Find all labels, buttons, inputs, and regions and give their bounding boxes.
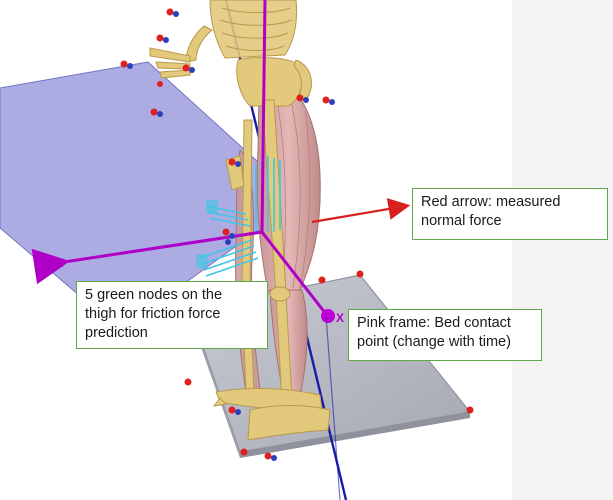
callout-red-line2: normal force — [421, 213, 502, 229]
magenta-x-axis — [260, 231, 328, 315]
cyan-node-block — [206, 200, 218, 214]
callout-pink-line2: point (change with time) — [357, 334, 511, 350]
marker-points — [120, 8, 474, 461]
callout-pink-frame: Pink frame: Bed contact point (change wi… — [348, 309, 542, 361]
callout-red-line1: Red arrow: measured — [421, 194, 561, 210]
skeleton — [149, 0, 331, 441]
magenta-vertical-axis — [260, 0, 267, 233]
bed-plate-edge — [240, 412, 470, 458]
cyan-node-block-2 — [196, 254, 208, 268]
callout-green-line2: thigh for friction force — [85, 306, 221, 322]
pink-contact-point — [321, 309, 335, 323]
z-axis-label: Z — [56, 256, 63, 270]
callout-green-line1: 5 green nodes on the — [85, 287, 223, 303]
red-force-arrow — [311, 198, 411, 224]
callout-red-arrow: Red arrow: measured normal force — [412, 188, 608, 240]
callout-green-line3: prediction — [85, 325, 148, 341]
side-panel — [512, 0, 613, 500]
callout-green-nodes: 5 green nodes on the thigh for friction … — [76, 281, 268, 349]
bed-contact-line — [325, 315, 341, 500]
callout-pink-line1: Pink frame: Bed contact — [357, 315, 511, 331]
magenta-z-axis — [31, 230, 263, 285]
x-axis-label: X — [336, 311, 344, 325]
